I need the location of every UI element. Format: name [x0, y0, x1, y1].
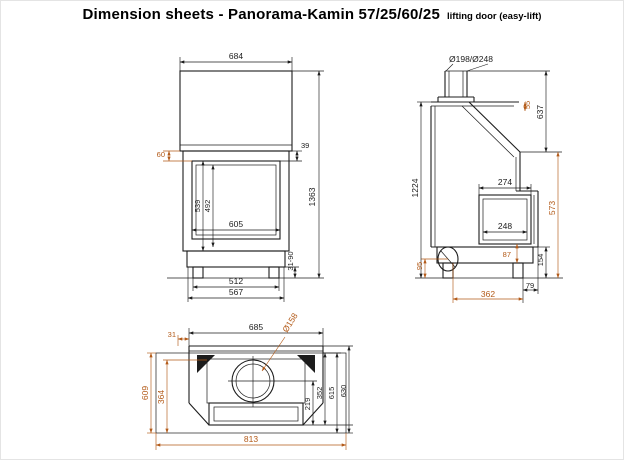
dim-top-depth-without-back: 615 — [327, 387, 336, 400]
dim-front-hood-to-glass: 39 — [301, 141, 309, 150]
dim-side-recess-depth-bottom: 248 — [498, 221, 512, 231]
dim-front-width-top: 684 — [229, 51, 243, 61]
dim-top-plate-depth: 609 — [140, 386, 150, 400]
dim-top-flue-diameter: Ø158 — [280, 311, 300, 334]
dim-top-total-depth: 630 — [339, 385, 348, 398]
dim-top-side-edge-offset: 31 — [168, 330, 176, 339]
dim-side-base-depth: 362 — [481, 289, 495, 299]
sheet-title: Dimension sheets - Panorama-Kamin 57/25/… — [82, 6, 440, 23]
dim-side-upper-section-height: 637 — [535, 105, 545, 119]
side-view-extension-lines — [417, 63, 562, 303]
dim-front-hood-edge-offset: 60 — [157, 150, 165, 159]
dim-side-flue-pipe-diameter: Ø198/Ø248 — [449, 54, 493, 64]
dim-top-body-width: 685 — [249, 322, 263, 332]
front-view: 684 1363 39 60 539 492 605 512 567 31-90 — [157, 51, 324, 302]
dim-top-flue-center-to-front: 219 — [303, 398, 312, 411]
dim-top-plate-width: 813 — [244, 434, 258, 444]
dim-side-plinth-height: 154 — [536, 254, 545, 267]
dim-top-body-side-depth: 364 — [156, 390, 166, 404]
dim-side-recess-bottom-offset: 87 — [503, 250, 511, 259]
dim-front-opening-height-frame: 539 — [193, 200, 202, 213]
dim-front-opening-height-glass: 492 — [203, 200, 212, 213]
dim-front-base-width-feet: 512 — [229, 276, 243, 286]
side-view-dimension-lines — [419, 70, 560, 301]
dim-front-opening-width: 605 — [229, 219, 243, 229]
top-view-outline — [155, 345, 347, 434]
front-view-dimension-lines — [167, 60, 321, 300]
dim-side-rear-outlet-height: 95 — [415, 262, 424, 270]
dim-side-overall-height: 1224 — [410, 178, 420, 197]
dim-front-total-height: 1363 — [307, 187, 317, 206]
dim-front-base-width-outer: 567 — [229, 287, 243, 297]
side-view: Ø198/Ø248 637 55 1224 274 573 248 95 87 … — [410, 54, 563, 303]
dim-side-front-section-height: 573 — [547, 201, 557, 215]
top-view: 685 31 Ø158 609 364 219 352 615 630 813 — [140, 311, 353, 450]
top-view-dimension-lines — [149, 331, 351, 447]
dim-side-recess-depth-top: 274 — [498, 177, 512, 187]
side-view-outline — [415, 70, 563, 279]
front-view-outline — [167, 70, 305, 279]
dim-side-foot-front-offset: 79 — [526, 281, 534, 290]
sheet-subtitle: lifting door (easy-lift) — [447, 11, 542, 22]
dim-top-body-mid-depth: 352 — [315, 387, 324, 400]
dim-front-foot-height-range: 31-90 — [286, 251, 295, 270]
dim-side-top-edge-offset: 55 — [523, 101, 532, 109]
sheet-header: Dimension sheets - Panorama-Kamin 57/25/… — [1, 6, 623, 23]
